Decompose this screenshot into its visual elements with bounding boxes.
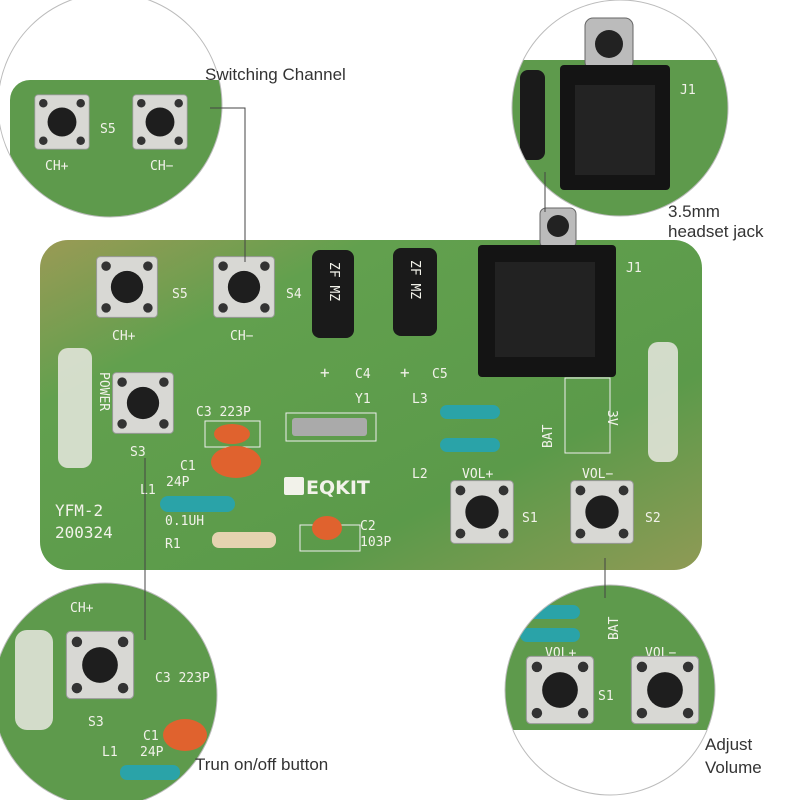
label-c3: C3 223P: [196, 405, 251, 420]
callout-headset-jack-line1: 3.5mm: [668, 202, 720, 221]
label-vol-minus: VOL−: [582, 467, 613, 482]
label-model: YFM-2: [55, 501, 103, 520]
svg-text:ZF MZ: ZF MZ: [407, 260, 422, 299]
label-ch-plus: CH+: [112, 329, 136, 344]
inductor-l1: [160, 496, 235, 512]
label-s5: S5: [172, 287, 188, 302]
label-s1: S1: [522, 511, 538, 526]
button-s5: [96, 256, 158, 318]
label-plus-c5: +: [400, 363, 410, 382]
pcb-board: S5 CH+ S4 CH− ZF MZ + C4 ZF MZ + C5 J1 P…: [40, 207, 702, 570]
button-s3: [112, 372, 174, 434]
label-l1-value: 0.1UH: [165, 514, 204, 529]
inductor-l3: [440, 405, 500, 419]
label-plus-c4: +: [320, 363, 330, 382]
svg-text:J1: J1: [680, 83, 696, 98]
capacitor-c5: ZF MZ: [393, 248, 437, 336]
svg-text:24P: 24P: [140, 745, 164, 760]
capacitor-c3: [214, 424, 250, 444]
leader-line-channel: [210, 107, 246, 262]
capacitor-c4: ZF MZ: [312, 250, 354, 338]
inductor-l2: [440, 438, 500, 452]
label-l2: L2: [412, 467, 428, 482]
label-s2: S2: [645, 511, 661, 526]
headset-jack-j1: [478, 207, 616, 377]
label-c1: C1: [180, 459, 196, 474]
battery-outline: [564, 377, 611, 454]
label-j1: J1: [626, 261, 642, 276]
capacitor-c1: [211, 446, 261, 478]
svg-text:BAT: BAT: [607, 616, 622, 640]
label-bat-voltage: 3V: [604, 410, 619, 426]
svg-text:C3 223P: C3 223P: [155, 671, 210, 686]
svg-text:S3: S3: [88, 715, 104, 730]
label-vol-plus: VOL+: [462, 467, 493, 482]
label-bat: BAT: [541, 424, 556, 448]
zoom-circle-headset-jack: J1: [511, 0, 729, 217]
button-s4: [213, 256, 275, 318]
svg-text:S5: S5: [100, 122, 116, 137]
label-r1: R1: [165, 537, 181, 552]
power-led: [58, 348, 92, 468]
svg-text:CH−: CH−: [150, 159, 174, 174]
callout-switching-channel: Switching Channel: [205, 65, 346, 84]
svg-text:C1: C1: [143, 729, 159, 744]
label-c5: C5: [432, 367, 448, 382]
zoom-circle-power-button: CH+ S3 C3 223P C1 24P L1: [0, 582, 218, 800]
battery-wire-connector: [648, 342, 678, 462]
button-s1: [450, 480, 514, 544]
label-c2-value: 103P: [360, 535, 391, 550]
resistor-r1: [212, 532, 276, 548]
capacitor-c2: [312, 516, 342, 540]
svg-text:CH+: CH+: [45, 159, 69, 174]
label-c2: C2: [360, 519, 376, 534]
callout-adjust-volume-line1: Adjust: [705, 735, 753, 754]
label-date-code: 200324: [55, 523, 113, 542]
label-l3: L3: [412, 392, 428, 407]
label-c4: C4: [355, 367, 371, 382]
callout-power-button: Trun on/off button: [195, 755, 328, 774]
zoom-circle-volume-buttons: VOL+ S1 VOL− BAT: [504, 584, 716, 796]
crystal-y1: [292, 418, 367, 436]
y1-outline: [285, 412, 377, 442]
label-y1: Y1: [355, 392, 371, 407]
svg-text:ZF MZ: ZF MZ: [326, 262, 341, 301]
svg-text:CH+: CH+: [70, 601, 94, 616]
eqkit-logo: EQKIT: [284, 477, 370, 499]
label-l1: L1: [140, 483, 156, 498]
callout-adjust-volume-line2: Volume: [705, 758, 762, 777]
label-ch-minus: CH−: [230, 329, 254, 344]
button-s2: [570, 480, 634, 544]
svg-text:L1: L1: [102, 745, 118, 760]
label-s4: S4: [286, 287, 302, 302]
callout-headset-jack-line2: headset jack: [668, 222, 764, 241]
svg-text:S1: S1: [598, 689, 614, 704]
label-c1-value: 24P: [166, 475, 190, 490]
label-power: POWER: [96, 372, 111, 411]
zoom-circle-channel-buttons: S5 CH+ CH−: [0, 0, 223, 218]
svg-text:EQKIT: EQKIT: [306, 477, 370, 499]
label-s3: S3: [130, 445, 146, 460]
